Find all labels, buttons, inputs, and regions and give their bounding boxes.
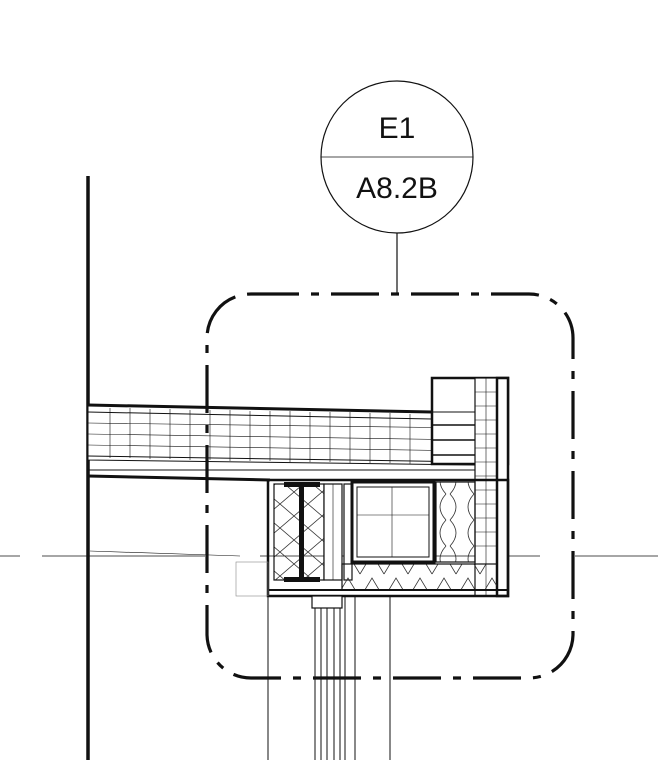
roof-slab (87, 403, 476, 482)
sheet-number: A8.2B (356, 172, 438, 205)
detail-callout[interactable]: E1 A8.2B (320, 80, 474, 234)
detail-boundary (205, 292, 575, 680)
beam-assembly (235, 478, 510, 598)
window-mullion (267, 595, 391, 760)
steel-beam (284, 482, 320, 582)
parapet-cladding (430, 376, 510, 598)
detail-number: E1 (379, 112, 416, 145)
roof-slab-grid (109, 408, 411, 464)
